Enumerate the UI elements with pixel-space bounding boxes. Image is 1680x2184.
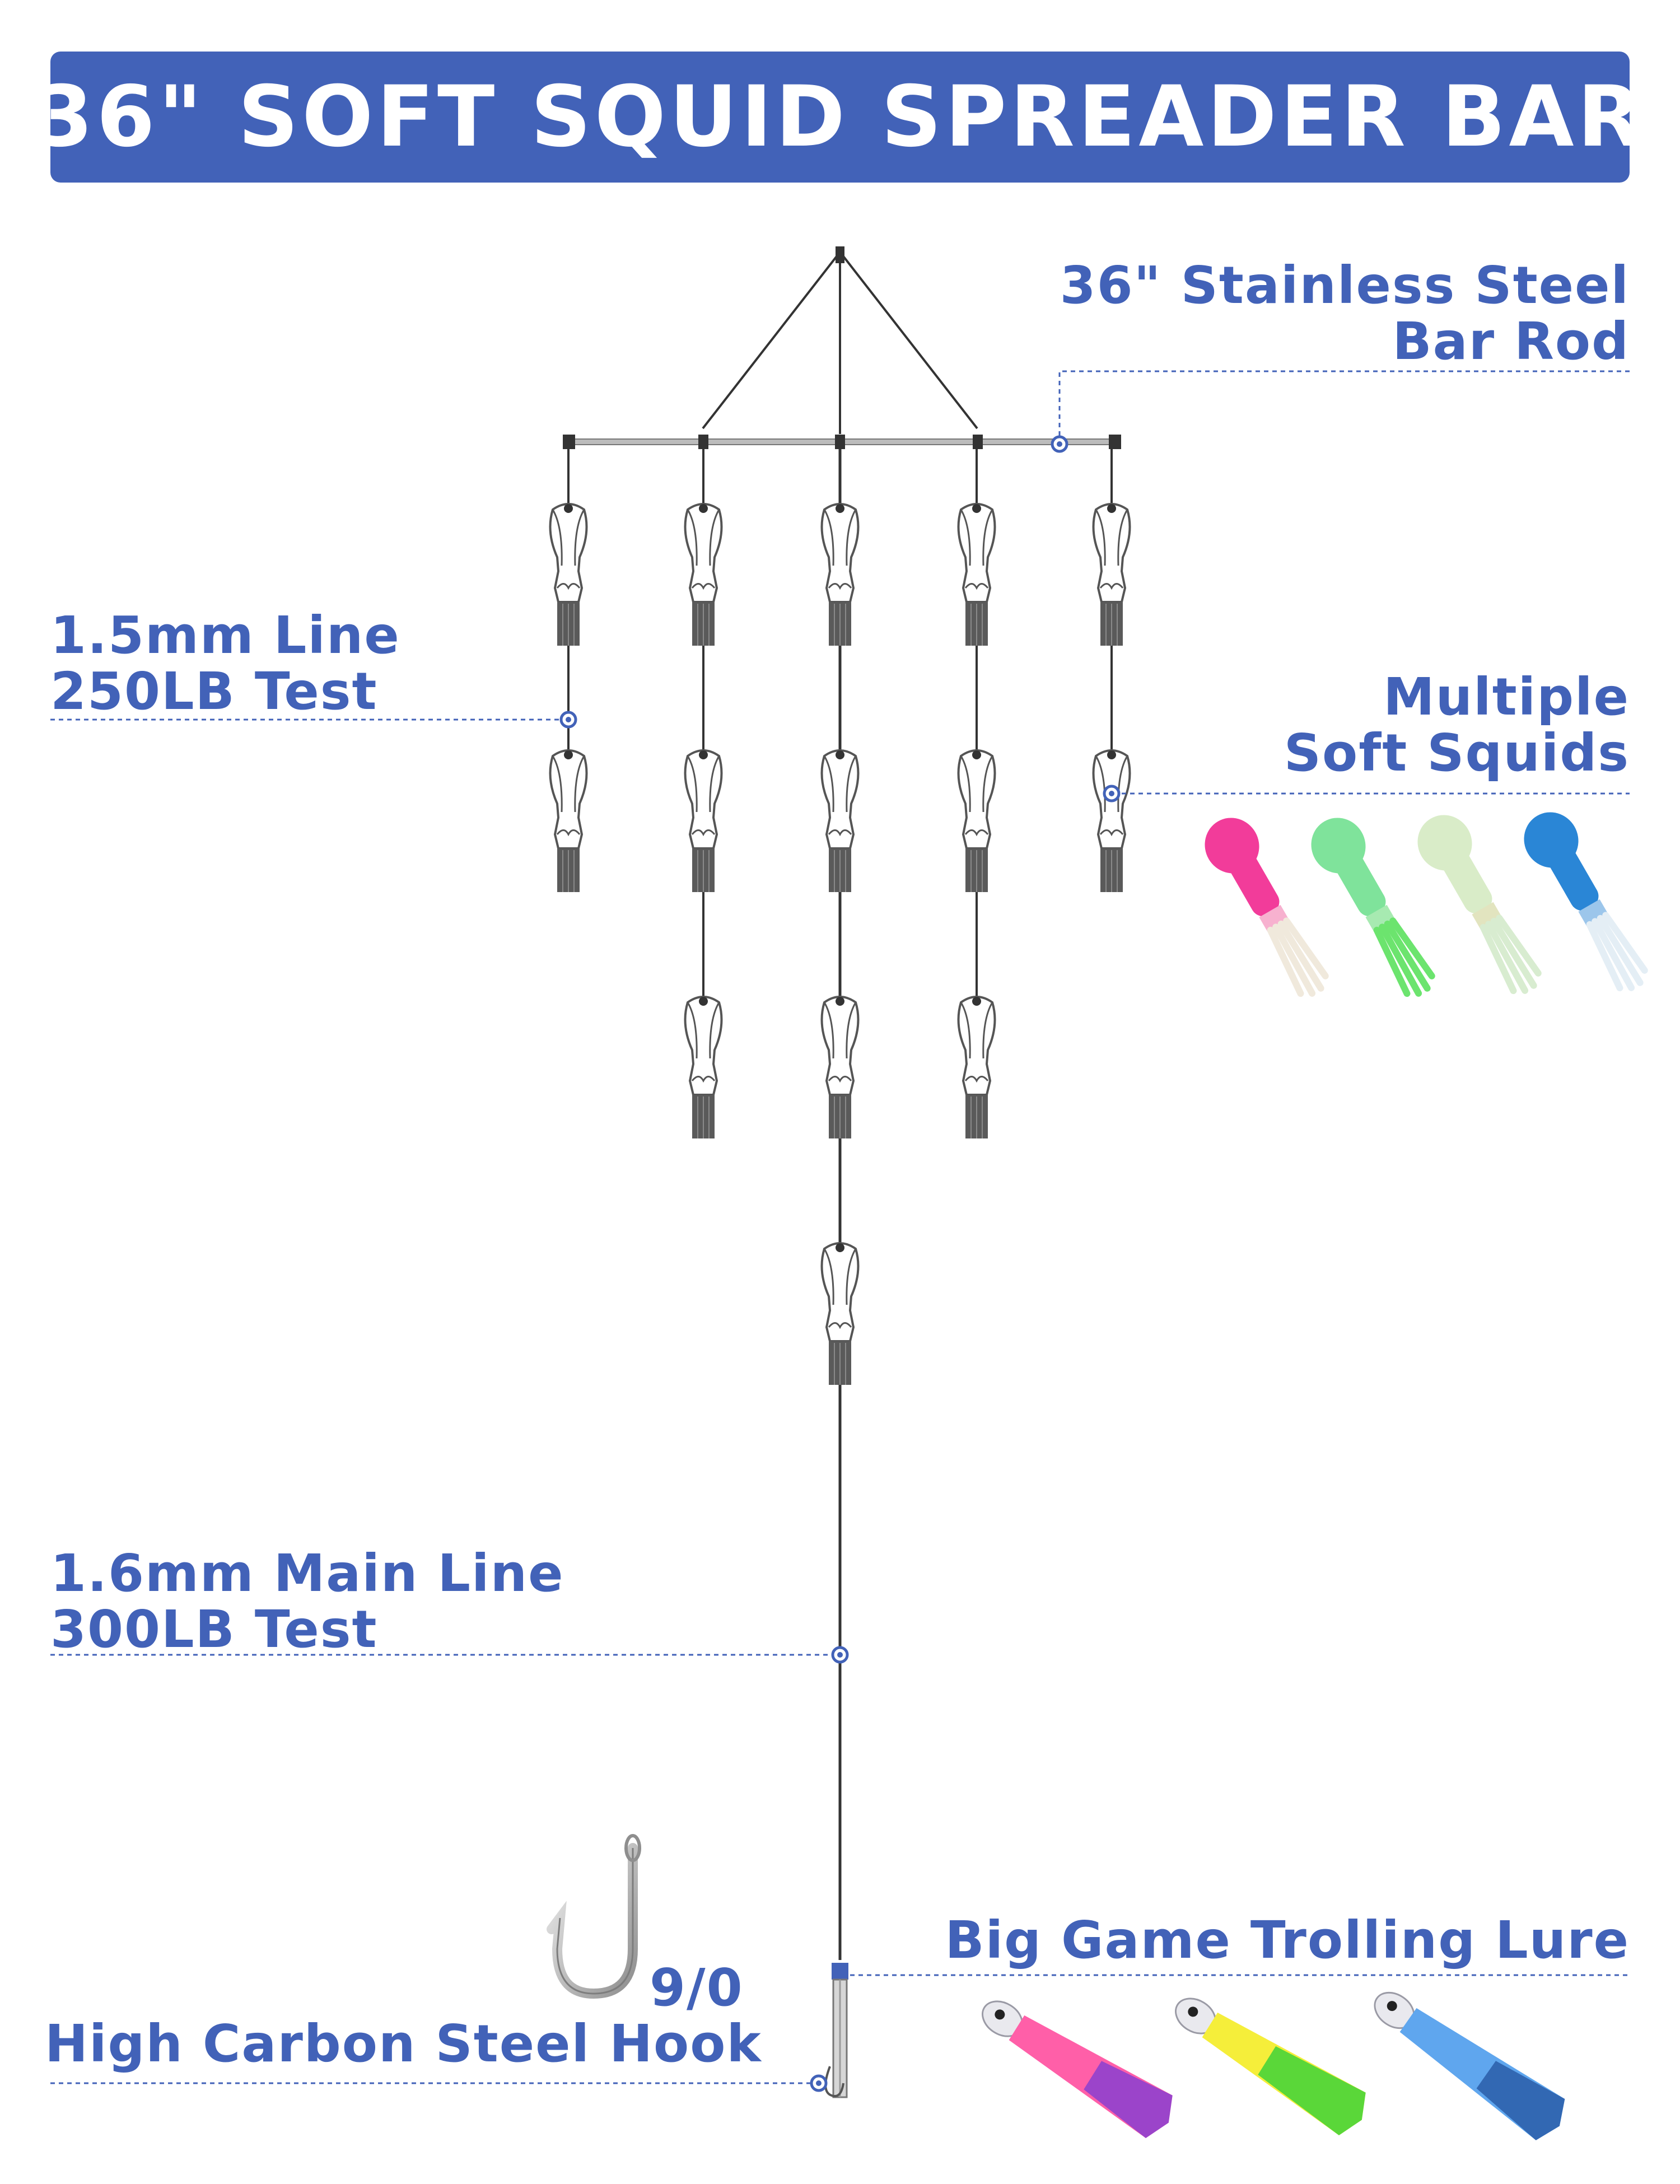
squid-icon [684, 749, 723, 893]
squid-icon [820, 1242, 860, 1386]
squid-icon [957, 996, 996, 1140]
hook-size-label: 9/0 [650, 1958, 744, 2018]
squid-icon [820, 749, 860, 893]
blue-squid-icon [1524, 812, 1648, 992]
trolling-lure-icon [824, 1963, 848, 2098]
branch-line-label-line1: 1.5mm Line [50, 605, 400, 665]
squids-label-line1: Multiple [1383, 667, 1630, 727]
title-banner: 36" SOFT SQUID SPREADER BAR [35, 52, 1642, 183]
squid-icon [820, 996, 860, 1140]
squid-icon [684, 503, 723, 647]
bar-rod [563, 435, 1121, 449]
lure-callout: Big Game Trolling Lure [945, 1912, 1630, 1968]
glow-squid-icon [1417, 815, 1542, 995]
main-line-callout: 1.6mm Main Line 300LB Test [50, 1546, 564, 1658]
branch-line-callout: 1.5mm Line 250LB Test [50, 608, 400, 720]
pink-lure-icon [982, 2000, 1173, 2139]
branch-line-label-line2: 250LB Test [50, 661, 378, 721]
hook-name-label: High Carbon Steel Hook [45, 2014, 762, 2074]
main-line-label-line2: 300LB Test [50, 1599, 378, 1659]
squid-icon [1092, 503, 1131, 647]
squid-icon [957, 503, 996, 647]
squid-icon [549, 749, 588, 893]
green-squid-icon [1311, 818, 1435, 997]
main-line-label-line1: 1.6mm Main Line [50, 1543, 564, 1603]
trolling-lure-samples [982, 1991, 1565, 2140]
harness [702, 246, 978, 434]
squid-icon [549, 503, 588, 647]
bar-rod-callout: 36" Stainless Steel Bar Rod [1060, 258, 1630, 370]
soft-squid-samples [1205, 812, 1648, 997]
bar-rod-label-line1: 36" Stainless Steel [1060, 255, 1630, 315]
callout-leaders [50, 370, 1630, 2084]
squid-icon [684, 996, 723, 1140]
squids-label-line2: Soft Squids [1284, 723, 1630, 783]
squid-icon [957, 749, 996, 893]
blue-lure-icon [1374, 1991, 1565, 2140]
squids-callout: Multiple Soft Squids [1284, 669, 1630, 781]
callout-dots [559, 435, 1121, 2092]
pink-squid-icon [1205, 818, 1329, 997]
squid-icon [1092, 749, 1131, 893]
yellow-green-lure-icon [1175, 1998, 1366, 2136]
page-title: 36" SOFT SQUID SPREADER BAR [34, 68, 1646, 166]
top-swivel-icon [836, 246, 844, 263]
lure-label: Big Game Trolling Lure [945, 1910, 1630, 1970]
squid-icon [820, 503, 860, 647]
hook-icon [547, 1834, 641, 1999]
bar-rod-label-line2: Bar Rod [1392, 311, 1630, 371]
